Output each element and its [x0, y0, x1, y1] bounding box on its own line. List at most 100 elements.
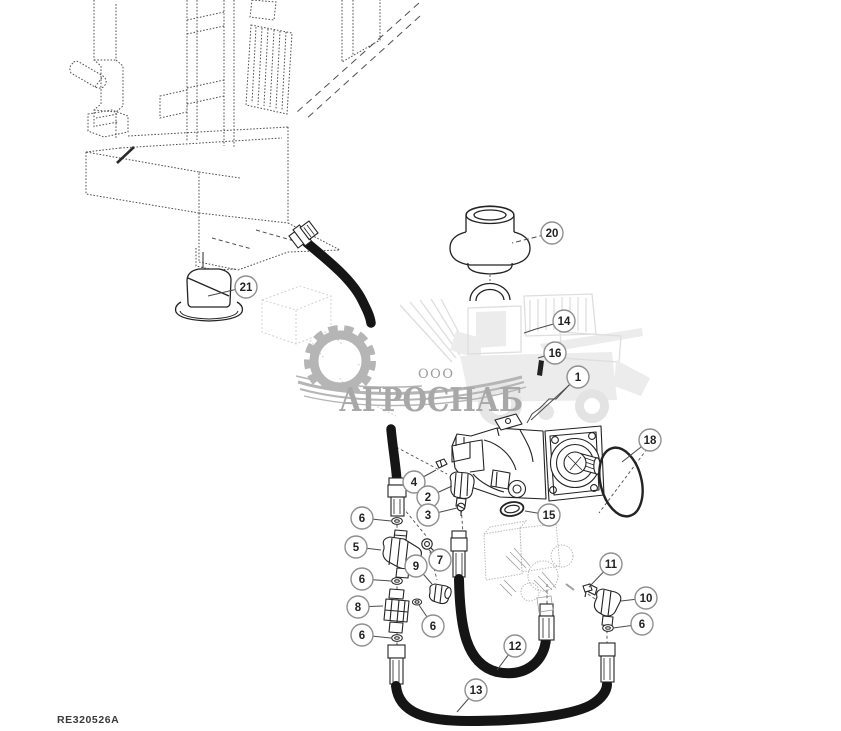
hose-12-left-fitting	[450, 530, 468, 578]
hoses-layer	[288, 220, 616, 727]
callout-8: 8	[346, 595, 384, 619]
hose-top	[302, 238, 376, 328]
hose-13-left-fitting	[387, 644, 406, 685]
hose-12	[454, 574, 551, 679]
callout-2: 2	[416, 485, 453, 509]
callout-11: 11	[588, 552, 623, 588]
callout-number: 4	[411, 477, 418, 489]
callout-circle	[416, 503, 440, 527]
callout-circle	[599, 552, 623, 576]
callout-number: 9	[413, 561, 419, 573]
callout-circle	[464, 678, 488, 702]
part-1-pump	[451, 413, 605, 502]
callout-number: 8	[355, 602, 362, 614]
callout-5: 5	[344, 535, 382, 559]
washer	[602, 624, 614, 632]
part-14-mark	[523, 328, 537, 334]
callout-leader	[511, 232, 553, 244]
hose-12-right-fitting	[538, 603, 555, 641]
callout-6: 6	[612, 612, 654, 636]
callout-number: 13	[470, 685, 483, 697]
callout-1-extra-leader	[526, 383, 571, 424]
part-2-elbow	[449, 471, 475, 508]
part-9-plug	[428, 583, 452, 605]
callout-6: 6	[350, 623, 392, 647]
callout-6: 6	[350, 567, 392, 591]
callout-10: 10	[620, 586, 658, 610]
swoosh-line	[299, 381, 525, 401]
callout-12: 12	[496, 634, 527, 671]
callout-circle	[543, 341, 567, 365]
callout-13: 13	[456, 678, 488, 713]
callout-number: 16	[549, 348, 562, 360]
callout-number: 6	[359, 513, 365, 525]
callout-16: 16	[537, 341, 567, 365]
callout-circle	[234, 275, 258, 299]
callout-circle	[402, 470, 426, 494]
callout-number: 11	[605, 559, 618, 571]
swoosh-line	[303, 386, 527, 407]
callout-circle	[428, 548, 452, 572]
callout-circle	[552, 309, 576, 333]
callout-number: 7	[437, 555, 443, 567]
callout-number: 12	[509, 641, 522, 653]
hose-left-vertical	[386, 424, 402, 487]
watermark-company-prefix: ООО	[418, 367, 456, 382]
part-15-oring	[499, 501, 525, 517]
callout-4: 4	[402, 469, 437, 494]
callout-circle	[404, 554, 428, 578]
callout-21: 21	[207, 275, 258, 299]
drawing-number: RE320526A	[57, 714, 119, 726]
part-20-bellows	[449, 205, 531, 275]
callout-circle	[540, 221, 564, 245]
callout-15: 15	[524, 503, 561, 527]
callout-number: 1	[575, 372, 582, 384]
callout-layer: 21 20 14 16 1 18 42 3 15 6 5 7 9 6 8 6 6 11 10 6 12 13	[207, 221, 662, 713]
washer	[391, 577, 403, 585]
callout-number: 6	[359, 574, 365, 586]
callout-number: 6	[430, 621, 436, 633]
callout-9: 9	[404, 554, 433, 585]
callout-number: 5	[353, 542, 360, 554]
callout-number: 18	[644, 435, 657, 447]
callout-number: 10	[640, 593, 653, 605]
washer	[411, 598, 423, 606]
gear-logo	[295, 325, 527, 407]
callout-3: 3	[416, 503, 458, 527]
frame-solid-accents	[116, 146, 204, 268]
washer	[391, 634, 403, 642]
part-3-screw	[456, 502, 466, 516]
callout-number: 2	[425, 492, 431, 504]
callout-circle	[638, 428, 662, 452]
washer	[391, 517, 403, 525]
watermark-company-name: АГРОСНАБ	[339, 380, 523, 419]
callout-18: 18	[621, 428, 662, 463]
callout-circle	[566, 365, 590, 389]
part-6-washers	[391, 517, 614, 642]
part-21-cap	[174, 268, 244, 322]
callout-circle	[630, 612, 654, 636]
callout-circle	[346, 595, 370, 619]
callout-circle	[503, 634, 527, 658]
callout-number: 14	[558, 316, 571, 328]
hose-13	[391, 679, 612, 727]
callout-number: 15	[543, 510, 556, 522]
callout-7: 7	[428, 548, 452, 572]
part-seal-arc	[469, 282, 511, 302]
watermark-layer: ООО АГРОСНАБ	[261, 285, 650, 426]
hose-left-fitting	[387, 477, 407, 517]
part-18-oring	[598, 446, 644, 518]
callout-number: 3	[425, 510, 431, 522]
part-4-clip	[435, 458, 448, 469]
callout-circle	[421, 614, 445, 638]
callout-1: 1	[530, 365, 590, 421]
callout-circle	[537, 503, 561, 527]
callout-number: 20	[546, 228, 559, 240]
callout-6: 6	[418, 604, 445, 638]
harvester-ghost-image	[399, 293, 650, 426]
hose-13-right-fitting	[598, 642, 616, 683]
callout-circle	[344, 535, 368, 559]
swoosh-line	[297, 375, 523, 395]
